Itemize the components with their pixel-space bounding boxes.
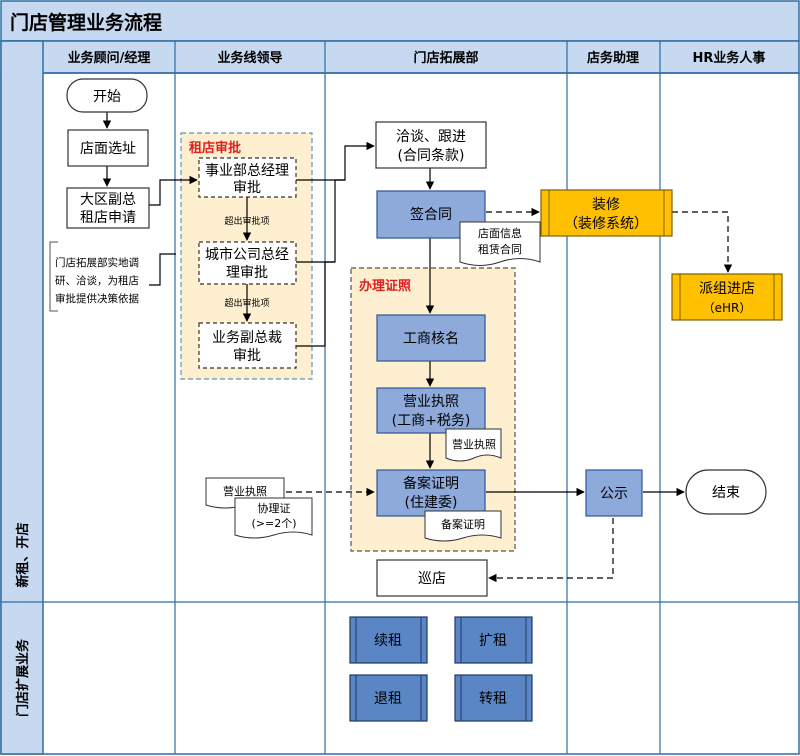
over-limit-label-2: 超出审批项 — [224, 297, 269, 309]
negotiate-line1: 洽谈、跟进 — [396, 129, 466, 145]
city-approval-line1: 城市公司总经 — [205, 246, 289, 263]
expand-rent-node — [454, 616, 533, 664]
filing-line2: (住建委) — [405, 495, 458, 511]
withdraw-node — [349, 674, 428, 722]
site-selection-node — [67, 129, 149, 167]
renew-node — [349, 616, 428, 664]
business-license-node — [376, 387, 486, 434]
vp-approval-node — [198, 322, 297, 369]
start-node — [66, 78, 148, 113]
filing-line1: 备案证明 — [403, 475, 459, 492]
patrol-label: 巡店 — [418, 571, 446, 587]
start-label: 开始 — [93, 89, 121, 105]
input-license-doc-label: 营业执照 — [223, 484, 267, 498]
assign-team-node — [671, 273, 783, 321]
research-note-line3: 审批提供决策依据 — [55, 292, 139, 305]
apply-node — [66, 187, 150, 229]
lane-label-consultant: 业务顾问/经理 — [68, 50, 151, 66]
gm-approval-line1: 事业部总经理 — [205, 163, 289, 179]
decorate-line2: （装修系统） — [564, 216, 648, 232]
gm-approval-node — [198, 157, 297, 198]
diagram-title: 门店管理业务流程 — [10, 11, 162, 34]
phase-label-new-rent: 新租、开店 — [15, 522, 31, 587]
site-selection-label: 店面选址 — [80, 141, 136, 157]
patrol-node — [376, 559, 488, 597]
sign-contract-label: 签合同 — [410, 206, 452, 223]
end-label: 结束 — [712, 485, 740, 501]
sign-contract-node — [376, 190, 486, 239]
apply-label-line1: 大区副总 — [80, 192, 136, 208]
transfer-label: 转租 — [479, 691, 507, 707]
contract-document — [459, 221, 541, 266]
annotation-bracket — [49, 241, 58, 312]
publicize-node — [585, 469, 643, 517]
transfer-node — [454, 674, 533, 722]
expand-rent-label: 扩租 — [479, 633, 507, 649]
business-name-check-node — [376, 314, 486, 362]
lane-label-store-asst: 店务助理 — [587, 50, 639, 66]
contract-doc-line2: 租赁合同 — [478, 242, 522, 256]
phase-label-expand: 门店扩展业务 — [15, 638, 31, 717]
city-approval-node — [198, 241, 297, 285]
assign-team-line1: 派组进店 — [699, 281, 755, 297]
business-name-check-label: 工商核名 — [403, 331, 459, 347]
filing-node — [376, 469, 486, 517]
end-node — [685, 469, 767, 515]
title-bar — [0, 0, 800, 42]
gm-approval-line2: 审批 — [233, 180, 261, 196]
filing-doc-label: 备案证明 — [441, 517, 485, 531]
contract-doc-line1: 店面信息 — [478, 226, 522, 240]
group-label-license: 办理证照 — [359, 278, 411, 294]
vp-approval-line1: 业务副总裁 — [212, 330, 282, 346]
apply-label-line2: 租店申请 — [80, 210, 136, 226]
decorate-node — [540, 189, 673, 237]
lane-dividers — [174, 41, 661, 754]
business-license-line2: (工商+税务) — [392, 413, 471, 429]
coop-cert-document — [234, 497, 313, 539]
vp-approval-line2: 审批 — [233, 348, 261, 364]
lane-header-row — [0, 40, 800, 74]
renew-label: 续租 — [374, 632, 402, 649]
research-note-line1: 门店拓展部实地调 — [55, 256, 139, 269]
negotiate-line2: (合同条款) — [398, 147, 465, 164]
publicize-label: 公示 — [600, 486, 628, 502]
phase-column — [0, 40, 44, 755]
decorate-line1: 装修 — [592, 197, 620, 213]
lane-label-line-leader: 业务线领导 — [217, 50, 282, 66]
connectors — [102, 112, 685, 497]
dashed-connectors — [286, 207, 733, 583]
license-document — [445, 428, 502, 462]
research-note-line2: 研、洽谈，为租店 — [55, 274, 139, 287]
city-approval-line2: 理审批 — [226, 265, 268, 281]
negotiate-node — [375, 121, 487, 169]
business-license-line1: 营业执照 — [403, 394, 459, 410]
assign-team-line2: （eHR） — [703, 301, 752, 315]
filing-document — [424, 510, 502, 542]
group-label-rent-approval: 租店审批 — [189, 140, 241, 156]
coop-cert-line2: (>=2个) — [251, 517, 296, 530]
license-doc-label: 营业执照 — [452, 437, 496, 451]
lane-label-store-dev: 门店拓展部 — [413, 50, 478, 66]
lane-label-hr: HR业务人事 — [693, 50, 766, 66]
over-limit-label-1: 超出审批项 — [224, 215, 269, 227]
withdraw-label: 退租 — [374, 691, 402, 707]
coop-cert-line1: 协理证 — [258, 501, 291, 515]
